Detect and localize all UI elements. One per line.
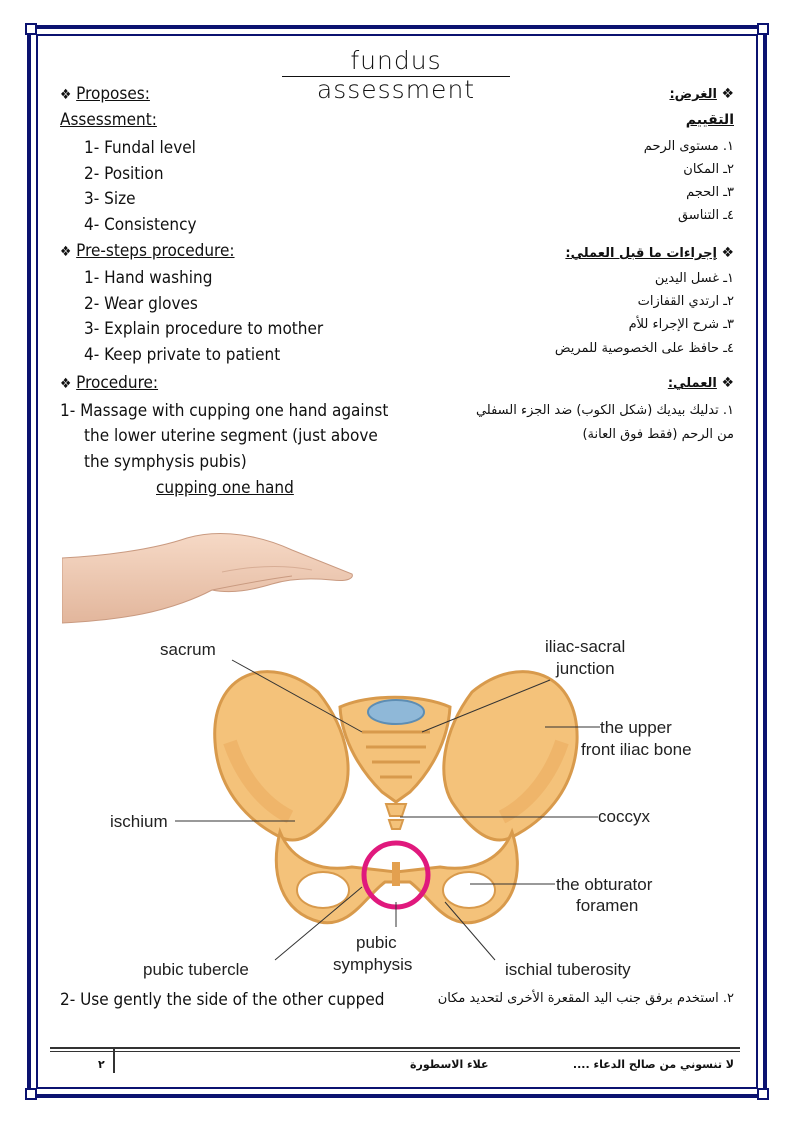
diamond-bullet-icon: ❖ [721,375,734,391]
presteps-heading-ar: ❖ إجراءات ما قبل العملي: [565,245,734,261]
label-ischium: ischium [110,812,168,831]
procedure-step-1-cont: the lower uterine segment (just above [84,426,378,446]
assessment-item: 1- Fundal level [84,138,196,158]
corner-ornament [757,23,769,35]
presteps-item-ar: ٤ـ حافظ على الخصوصية للمريض [554,341,734,356]
assessment-item-ar: ١. مستوى الرحم [643,139,734,154]
footer-prayer: لا تنسوني من صالح الدعاء .... [572,1058,734,1071]
footer-rule [50,1047,740,1049]
diamond-bullet-icon: ❖ [60,376,72,392]
footer-author: علاء الاسطورة [410,1058,489,1071]
diamond-bullet-icon: ❖ [721,86,734,102]
cupped-hand-image [62,533,353,624]
procedure-step-2-ar: ٢. استخدم برفق جنب اليد المقعرة الأخرى ل… [437,991,734,1006]
page-title: fundus assessment [316,46,476,104]
assessment-item: 4- Consistency [84,215,197,235]
procedure-step-1-cont: the symphysis pubis) [84,452,247,472]
sacral-disc [367,699,425,725]
assessment-item: 3- Size [84,189,136,209]
right-iliac-bone [442,670,579,842]
label-coccyx: coccyx [598,807,650,826]
sacrum-bone [338,695,452,804]
assessment-item-ar: ٣ـ الحجم [686,185,734,200]
assessment-heading-ar: التقييم [685,112,734,128]
cupping-caption: cupping one hand [156,478,294,498]
presteps-item-ar: ٣ـ شرح الإجراء للأم [628,317,734,332]
corner-ornament [25,23,37,35]
label-front-iliac-bone: front iliac bone [581,740,692,759]
procedure-step-2: 2- Use gently the side of the other cupp… [60,990,385,1010]
presteps-item: 1- Hand washing [84,268,213,288]
label-upper: the upper [600,718,672,737]
diamond-bullet-icon: ❖ [60,87,72,103]
assessment-item: 2- Position [84,164,164,184]
right-obturator-foramen [442,871,496,909]
left-obturator-foramen [296,871,350,909]
assessment-item-ar: ٤ـ التناسق [677,208,734,223]
procedure-heading: ❖ Procedure: [60,373,159,393]
corner-ornament [757,1088,769,1100]
label-ischial-tuberosity: ischial tuberosity [505,960,631,979]
left-iliac-bone [213,670,350,842]
procedure-step-1: 1- Massage with cupping one hand against [60,401,389,421]
label-foramen: foramen [576,896,638,915]
pubic-symphysis-joint [392,862,400,886]
title-underline [282,76,510,77]
presteps-item-ar: ١ـ غسل اليدين [654,271,734,286]
footer-rule [50,1051,740,1052]
proposes-heading: ❖ Proposes: [60,84,150,104]
page-number: ٢ [98,1058,105,1071]
footer-divider [113,1049,115,1073]
page-border-inner [36,34,758,1089]
presteps-item: 2- Wear gloves [84,294,198,314]
label-pubic-tubercle: pubic tubercle [143,960,249,979]
presteps-item: 4- Keep private to patient [84,345,281,365]
diamond-bullet-icon: ❖ [60,244,72,260]
presteps-item: 3- Explain procedure to mother [84,319,324,339]
assessment-heading: Assessment: [60,110,157,130]
goal-heading-ar: ❖ الغرض: [669,86,734,102]
label-sacrum: sacrum [160,640,216,659]
procedure-heading-ar: ❖ العملي: [667,375,734,391]
pelvis-diagram: sacrum iliac-sacral junction the upper f… [110,637,692,979]
label-symphysis: symphysis [333,955,412,974]
presteps-heading: ❖ Pre-steps procedure: [60,241,235,261]
procedure-step-1-ar-cont: من الرحم (فقط فوق العانة) [582,427,734,442]
procedure-step-1-ar: ١. تدليك بيديك (شكل الكوب) ضد الجزء السف… [475,403,734,418]
diamond-bullet-icon: ❖ [721,245,734,261]
label-iliac-sacral: iliac-sacral [545,637,625,656]
presteps-item-ar: ٢ـ ارتدي القفازات [637,294,734,309]
label-obturator: the obturator [556,875,653,894]
label-pubic: pubic [356,933,397,952]
page-border-outer [27,25,767,1098]
assessment-item-ar: ٢ـ المكان [683,162,734,177]
label-junction: junction [555,659,615,678]
corner-ornament [25,1088,37,1100]
coccyx-bone [384,803,408,830]
